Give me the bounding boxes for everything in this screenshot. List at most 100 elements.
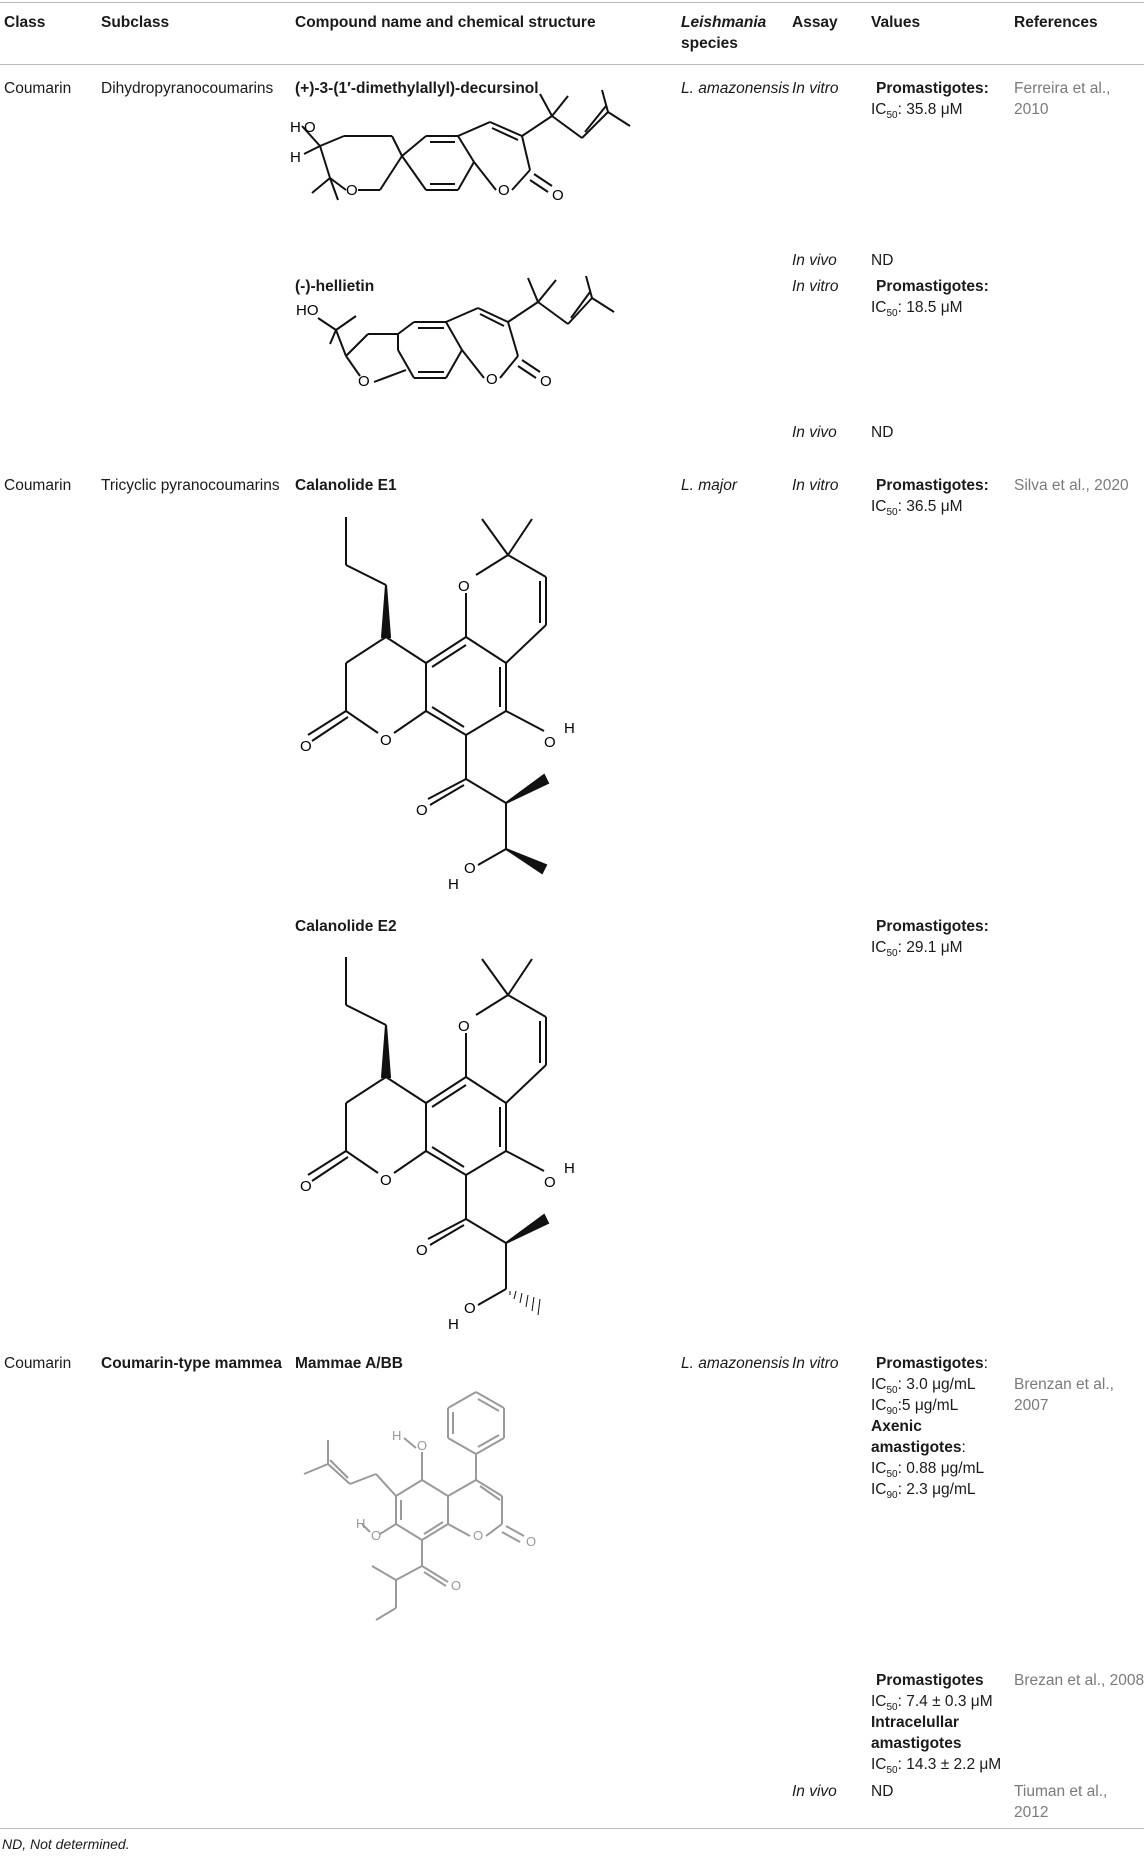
row2-class: Coumarin <box>4 477 72 494</box>
row2-compound1-name: Calanolide E1 <box>295 477 397 494</box>
svg-text:H: H <box>564 1160 575 1177</box>
row3-stage2: Axenic <box>871 1418 922 1435</box>
row3-stage1: Promastigotes: <box>876 1355 988 1372</box>
svg-text:HO: HO <box>296 302 319 319</box>
svg-text:O: O <box>544 734 556 751</box>
row1b-assay-invitro: In vitro <box>792 278 839 295</box>
top-rule <box>0 2 1144 3</box>
svg-text:O: O <box>451 1578 461 1593</box>
svg-text:O: O <box>300 1178 312 1195</box>
row3-stage4: Intracelullar <box>871 1714 959 1731</box>
svg-text:H: H <box>448 1316 459 1333</box>
row3-species: L. amazonensis <box>681 1355 790 1372</box>
row3-reference1-year: 2007 <box>1014 1397 1049 1414</box>
row1b-nd: ND <box>871 424 894 441</box>
row3-reference2: Brezan et al., 2008 <box>1014 1672 1144 1689</box>
svg-text:H: H <box>290 149 301 166</box>
header-compound: Compound name and chemical structure <box>295 14 596 31</box>
row1b-stage: Promastigotes: <box>876 278 989 295</box>
svg-text:O: O <box>464 1300 476 1317</box>
row3-ic50c: IC50: 7.4 ± 0.3 μM <box>871 1693 993 1714</box>
structure-hellietin: HO O O O <box>296 275 615 390</box>
row3-subclass: Coumarin-type mammea <box>101 1355 282 1372</box>
bottom-rule <box>0 1828 1144 1829</box>
svg-text:O: O <box>458 1018 470 1035</box>
structure-calanolide-e2: O O O O H O O H <box>300 957 575 1333</box>
svg-text:O: O <box>552 187 564 204</box>
structure-decursinol: H O H O O O <box>290 89 631 204</box>
row1-compound2-name: (-)-hellietin <box>295 278 375 295</box>
row3-ic90: IC90:5 μg/mL <box>871 1397 959 1418</box>
row1-nd: ND <box>871 252 894 269</box>
row2-stage1: Promastigotes: <box>876 477 989 494</box>
footnote: ND, Not determined. <box>2 1836 130 1852</box>
header-species-2: species <box>681 35 738 52</box>
row1-assay-invivo: In vivo <box>792 252 837 269</box>
row3-reference1: Brenzan et al., <box>1014 1376 1114 1393</box>
svg-text:O: O <box>486 371 498 388</box>
row1-class: Coumarin <box>4 80 72 97</box>
row3-nd: ND <box>871 1783 894 1800</box>
svg-text:O: O <box>380 732 392 749</box>
row3-assay: In vitro <box>792 1355 839 1372</box>
svg-text:O: O <box>416 802 428 819</box>
svg-text:O: O <box>358 373 370 390</box>
header-values: Values <box>871 14 921 31</box>
row1b-assay-invivo: In vivo <box>792 424 837 441</box>
svg-text:O: O <box>300 738 312 755</box>
svg-text:O: O <box>458 578 470 595</box>
row1-reference-year: 2010 <box>1014 101 1049 118</box>
structure-mammae: H O H O O O O <box>303 1391 536 1621</box>
row1-ic50: IC50: 35.8 μM <box>871 101 963 122</box>
svg-text:O: O <box>526 1534 536 1549</box>
row2-reference: Silva et al., 2020 <box>1014 477 1129 494</box>
header-rule <box>0 64 1144 65</box>
svg-text:O: O <box>464 860 476 877</box>
row2-stage2: Promastigotes: <box>876 918 989 935</box>
svg-text:H: H <box>564 720 575 737</box>
row3-stage3: Promastigotes <box>876 1672 984 1689</box>
row1-stage: Promastigotes: <box>876 80 989 97</box>
row3-reference3-year: 2012 <box>1014 1804 1049 1821</box>
header-references: References <box>1014 14 1098 31</box>
svg-text:O: O <box>417 1438 427 1453</box>
svg-text:H: H <box>290 119 301 136</box>
svg-text:H: H <box>448 876 459 893</box>
row1-subclass: Dihydropyranocoumarins <box>101 80 274 97</box>
svg-text:O: O <box>371 1528 381 1543</box>
header-assay: Assay <box>792 14 838 31</box>
row3-ic50b: IC50: 0.88 μg/mL <box>871 1460 985 1481</box>
svg-text:O: O <box>544 1174 556 1191</box>
row3-ic50d: IC50: 14.3 ± 2.2 μM <box>871 1756 1002 1777</box>
row3-ic50: IC50: 3.0 μg/mL <box>871 1376 976 1397</box>
row2-ic50-1: IC50: 36.5 μM <box>871 498 963 519</box>
structure-calanolide-e1: O O O O H O O H <box>300 517 575 893</box>
row3-assay-invivo: In vivo <box>792 1783 837 1800</box>
svg-text:O: O <box>346 182 358 199</box>
header-subclass: Subclass <box>101 14 170 31</box>
row1-compound1-name: (+)-3-(1′-dimethylallyl)-decursinol <box>295 80 539 97</box>
row1-species: L. amazonensis <box>681 80 790 97</box>
svg-text:O: O <box>498 182 510 199</box>
svg-text:H: H <box>356 1516 365 1531</box>
svg-text:H: H <box>392 1428 401 1443</box>
row2-subclass: Tricyclic pyranocoumarins <box>101 477 280 494</box>
svg-text:O: O <box>416 1242 428 1259</box>
header-class: Class <box>4 14 46 31</box>
row3-reference3: Tiuman et al., <box>1014 1783 1108 1800</box>
row1b-ic50: IC50: 18.5 μM <box>871 299 963 320</box>
row2-compound2-name: Calanolide E2 <box>295 918 397 935</box>
svg-text:O: O <box>473 1528 483 1543</box>
svg-text:O: O <box>380 1172 392 1189</box>
row2-ic50-2: IC50: 29.1 μM <box>871 939 963 960</box>
row3-ic90b: IC90: 2.3 μg/mL <box>871 1481 976 1502</box>
header-species: Leishmania <box>681 14 767 31</box>
row3-compound-name: Mammae A/BB <box>295 1355 403 1372</box>
row2-assay: In vitro <box>792 477 839 494</box>
row1-assay-invitro: In vitro <box>792 80 839 97</box>
svg-text:O: O <box>540 373 552 390</box>
row2-species: L. major <box>681 477 737 494</box>
row3-class: Coumarin <box>4 1355 72 1372</box>
row1-reference: Ferreira et al., <box>1014 80 1111 97</box>
row3-stage4b: amastigotes <box>871 1735 962 1752</box>
